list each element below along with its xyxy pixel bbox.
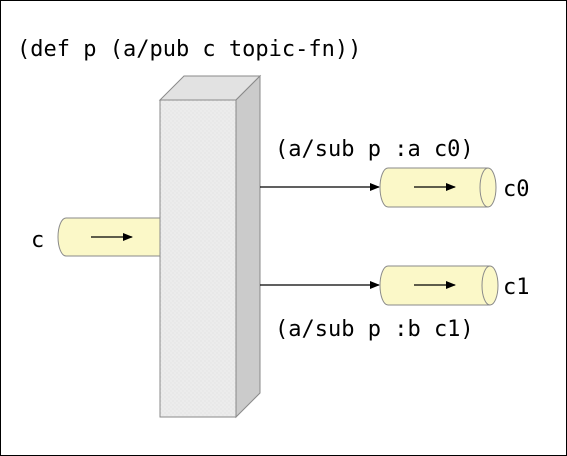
subscribe-a-code: (a/sub p :a c0) (275, 137, 474, 162)
input-channel-c (57, 217, 161, 257)
output-channel-c1 (379, 265, 499, 306)
output-channel-c0 (379, 167, 497, 208)
output-channel-c0-end (479, 167, 497, 208)
output-channel-c1-end (481, 265, 499, 306)
publication-box-side (235, 74, 261, 419)
def-publication-code: (def p (a/pub c topic-fn)) (17, 37, 361, 62)
subscribe-b-code: (a/sub p :b c1) (275, 317, 474, 342)
output-channel-c0-label: c0 (503, 177, 530, 202)
input-channel-label: c (31, 228, 44, 253)
publication-box-front (159, 99, 237, 418)
output-channel-c1-label: c1 (503, 275, 530, 300)
publication-box (158, 74, 262, 419)
